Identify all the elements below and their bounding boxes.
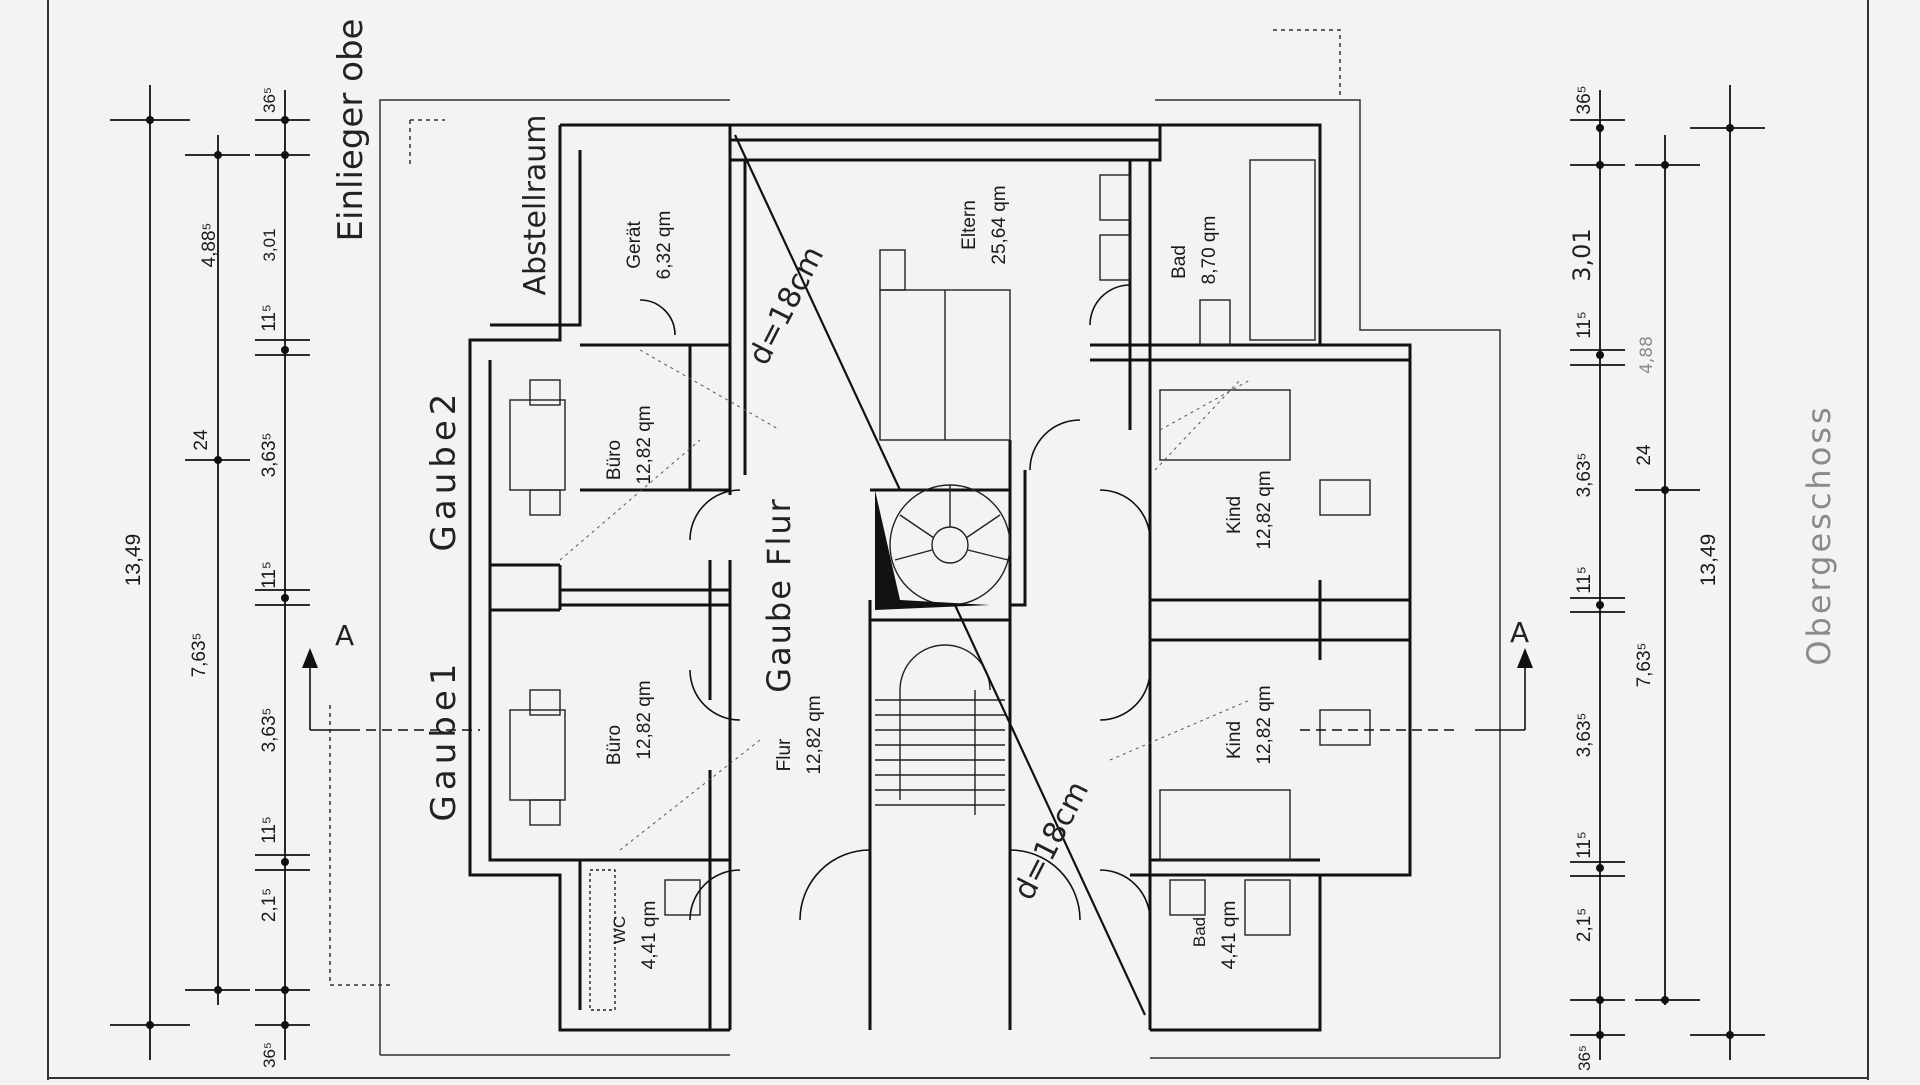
walls bbox=[468, 123, 1412, 1032]
dim-left-365-top: 36⁵ bbox=[260, 87, 279, 113]
room-bad-top-name: Bad bbox=[1169, 245, 1190, 279]
room-eltern-name: Eltern bbox=[959, 200, 980, 250]
diagonal-lines bbox=[734, 134, 1146, 1016]
label-gaube-flur: Gaube Flur bbox=[760, 497, 798, 693]
spiral-stair bbox=[889, 484, 1011, 606]
dimension-lines-right bbox=[1570, 85, 1765, 1060]
furniture bbox=[509, 159, 1371, 1011]
room-labels: Eltern 25,64 qm Bad 8,70 qm Gerät 6,32 q… bbox=[604, 185, 1275, 969]
room-buero2-area: 12,82 qm bbox=[634, 680, 655, 759]
section-arrow-left bbox=[302, 648, 318, 668]
room-bad-bottom-name: Bad bbox=[1190, 917, 1209, 947]
room-wc-area: 4,41 qm bbox=[639, 901, 660, 970]
dim-right-115c: 11⁵ bbox=[1574, 831, 1595, 859]
room-geraet-area: 6,32 qm bbox=[654, 211, 675, 280]
label-diagonal-1: d=18cm bbox=[742, 241, 831, 371]
dimension-dots-left bbox=[146, 116, 289, 1029]
dim-left-365-bot: 36⁵ bbox=[260, 1042, 279, 1068]
dim-right-488: 4,88 bbox=[1637, 336, 1657, 374]
dim-left-301: 3,01 bbox=[260, 228, 279, 261]
room-flur-area: 12,82 qm bbox=[804, 695, 825, 774]
dotted-guides bbox=[559, 349, 1251, 851]
dim-right-301: 3,01 bbox=[1568, 228, 1596, 281]
doors bbox=[639, 284, 1151, 921]
dim-right-115b: 11⁵ bbox=[1574, 566, 1595, 594]
room-buero1-name: Büro bbox=[604, 440, 625, 480]
section-label-right: A bbox=[1510, 616, 1529, 649]
dim-left-4885: 4,88⁵ bbox=[199, 223, 220, 268]
dim-right-365-bot: 36⁵ bbox=[1575, 1045, 1594, 1071]
room-wc-name: WC bbox=[610, 916, 629, 944]
dim-left-215: 2,1⁵ bbox=[259, 888, 280, 922]
dim-right-7635: 7,63⁵ bbox=[1634, 643, 1655, 688]
room-bad-top-area: 8,70 qm bbox=[1199, 216, 1220, 285]
dim-right-3635a: 3,63⁵ bbox=[1574, 453, 1595, 498]
page-border bbox=[47, 0, 1869, 1080]
section-label-left: A bbox=[335, 619, 354, 652]
dim-right-3635b: 3,63⁵ bbox=[1574, 713, 1595, 758]
dimension-text-left: 13,49 36⁵ 4,88⁵ 3,01 11⁵ 24 3,63⁵ 11⁵ 7,… bbox=[122, 87, 280, 1068]
room-kind2-name: Kind bbox=[1224, 721, 1245, 759]
dim-right-total: 13,49 bbox=[1697, 534, 1720, 587]
room-buero1-area: 12,82 qm bbox=[634, 405, 655, 484]
dim-left-3635b: 3,63⁵ bbox=[259, 708, 280, 753]
section-arrow-right bbox=[1517, 648, 1533, 668]
dim-left-115a: 11⁵ bbox=[259, 304, 280, 332]
dim-left-7635: 7,63⁵ bbox=[189, 633, 210, 678]
dim-left-total: 13,49 bbox=[122, 534, 145, 587]
dim-left-24: 24 bbox=[191, 429, 212, 451]
room-flur-name: Flur bbox=[774, 738, 795, 771]
room-geraet-name: Gerät bbox=[624, 221, 645, 269]
dimension-dots-right bbox=[1596, 124, 1734, 1039]
roof-outline bbox=[329, 29, 1501, 1059]
dim-right-365-top: 36⁵ bbox=[1574, 85, 1595, 114]
section-markers bbox=[309, 660, 1526, 731]
label-gaube2: Gaube2 bbox=[424, 389, 464, 552]
room-eltern-area: 25,64 qm bbox=[989, 185, 1010, 264]
dim-left-3635a: 3,63⁵ bbox=[259, 433, 280, 478]
label-obergeschoss: Obergeschoss bbox=[1800, 404, 1838, 665]
label-diagonal-2: d=18cm bbox=[1007, 776, 1096, 906]
label-abstellraum: Abstellraum bbox=[518, 114, 553, 295]
dim-right-115a: 11⁵ bbox=[1574, 311, 1595, 339]
room-buero2-name: Büro bbox=[604, 725, 625, 765]
dim-left-115c: 11⁵ bbox=[259, 816, 280, 844]
room-bad-bottom-area: 4,41 qm bbox=[1219, 901, 1240, 970]
label-einlieger: Einlieger obe bbox=[331, 19, 371, 242]
room-kind1-name: Kind bbox=[1224, 496, 1245, 534]
dim-left-115b: 11⁵ bbox=[259, 561, 280, 589]
handwritten-labels: Abstellraum Einlieger obe Gaube2 Gaube1 … bbox=[331, 19, 1838, 906]
room-kind2-area: 12,82 qm bbox=[1254, 685, 1275, 764]
stair-treads bbox=[875, 644, 1005, 815]
dim-right-24: 24 bbox=[1634, 444, 1655, 466]
label-gaube1: Gaube1 bbox=[424, 659, 464, 822]
dimension-text-right: 13,49 36⁵ 3,01 11⁵ 4,88 24 3,63⁵ 11⁵ 7,6… bbox=[1568, 85, 1720, 1070]
stair-landing-fill bbox=[875, 490, 990, 610]
dim-right-215: 2,1⁵ bbox=[1574, 908, 1595, 942]
room-kind1-area: 12,82 qm bbox=[1254, 470, 1275, 549]
